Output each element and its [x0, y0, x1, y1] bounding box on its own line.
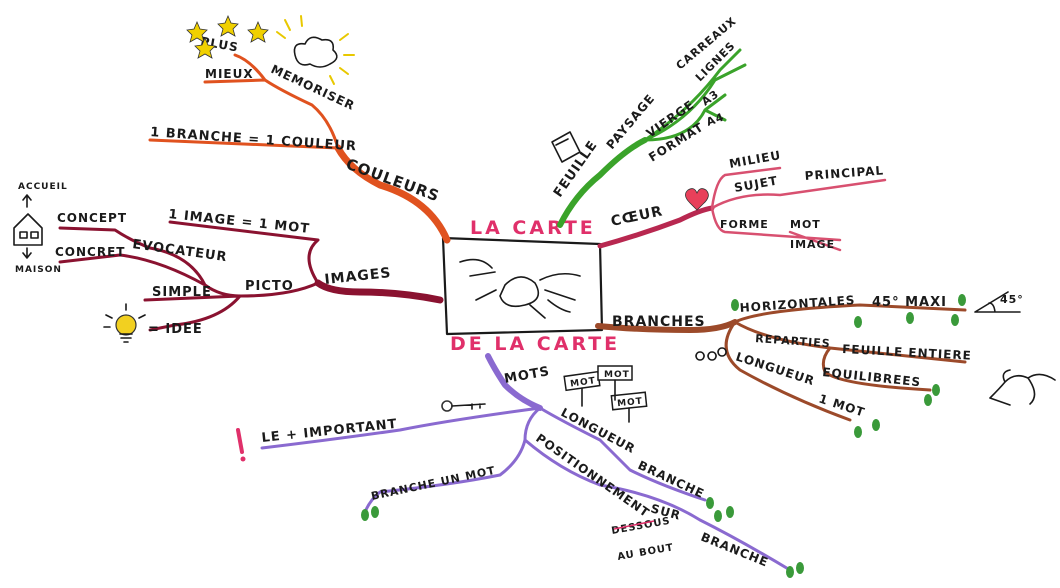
- branch-images-main: [314, 279, 444, 304]
- au-bout-label: AU BOUT: [617, 542, 675, 563]
- maxi-label: 45° MAXI: [872, 295, 947, 310]
- branch-branches-main: [595, 319, 738, 333]
- horizontales-label: HORIZONTALES: [739, 293, 856, 315]
- signpost-icon: MOT MOT MOT: [563, 365, 648, 423]
- exclamation-icon: [236, 428, 246, 462]
- star-icon: [186, 14, 269, 59]
- lightbulb-icon: [103, 303, 146, 343]
- mots-longueur-label: LONGUEUR: [559, 405, 638, 456]
- mots-label: MOTS: [503, 364, 551, 387]
- paysage-label: PAYSAGE: [604, 91, 658, 152]
- branch-feuille-main: [557, 137, 648, 228]
- cloud-icon: [276, 15, 355, 85]
- center-title-top: LA CARTE: [470, 217, 596, 239]
- branch-images: IMAGES 1 IMAGE = 1 MOT PICTO EVOCATEUR C…: [13, 182, 444, 343]
- mieux-label: MIEUX: [205, 67, 254, 81]
- house-icon: [13, 194, 43, 259]
- principal-label: PRINCIPAL: [804, 163, 884, 183]
- bull-sketch-icon: [989, 369, 1056, 406]
- center-box: [441, 236, 604, 336]
- branch-coeur-main: [597, 205, 715, 249]
- image-mot-label: 1 IMAGE = 1 MOT: [168, 207, 311, 237]
- reparties-label: REPARTIES: [755, 332, 831, 350]
- heart-icon: [685, 188, 709, 211]
- maison-label: MAISON: [15, 265, 62, 275]
- branche-couleur-label: 1 BRANCHE = 1 COULEUR: [150, 125, 358, 154]
- dessous-strike: [613, 520, 655, 530]
- dessous-label: DESSOUS: [611, 516, 672, 537]
- sign-mot-2: MOT: [604, 370, 630, 380]
- center-node: LA CARTE DE LA CARTE: [441, 217, 620, 355]
- simple-label: SIMPLE: [152, 285, 212, 300]
- feuille-label: FEUILLE: [551, 138, 601, 200]
- branch-branches: BRANCHES HORIZONTALES 45° MAXI 45° REPAR…: [595, 291, 1056, 438]
- branch-coeur: CŒUR MILIEU SUJET PRINCIPAL FORME MOT IM…: [597, 148, 887, 252]
- angle-icon: [974, 291, 1021, 313]
- idee-label: = IDEE: [148, 322, 203, 337]
- leaf-icon: [731, 294, 966, 438]
- center-title-bottom: DE LA CARTE: [450, 333, 620, 355]
- longueur-label: LONGUEUR: [734, 350, 817, 389]
- couleurs-label: COULEURS: [344, 155, 443, 206]
- paper-icon: [551, 131, 581, 163]
- image-label: IMAGE: [790, 238, 835, 251]
- important-label: LE + IMPORTANT: [261, 417, 398, 446]
- coeur-label: CŒUR: [610, 203, 665, 230]
- images-label: IMAGES: [324, 265, 392, 288]
- picto-label: PICTO: [245, 279, 294, 294]
- angle-label: 45°: [1000, 293, 1024, 306]
- sign-mot-3: MOT: [617, 397, 644, 410]
- key-icon: [441, 400, 486, 412]
- center-inner-drawing: [459, 258, 581, 319]
- branches-label: BRANCHES: [612, 314, 706, 330]
- feuille-entiere-label: FEUILLE ENTIERE: [842, 342, 972, 363]
- branche-un-mot-label: BRANCHE UN MOT: [370, 464, 497, 503]
- branch-mots: MOTS LE + IMPORTANT LONGUEUR BRANCHE BRA…: [236, 353, 804, 578]
- branch-couleurs-main: [334, 144, 451, 244]
- sujet-label: SUJET: [733, 173, 779, 194]
- sign-mot-1: MOT: [570, 376, 597, 389]
- root-icon: [695, 347, 727, 361]
- branche2-label: BRANCHE: [699, 530, 771, 570]
- branch-couleurs: COULEURS MEMORISER PLUS MIEUX 1 BRANCHE …: [148, 14, 451, 244]
- branch-mots-main: [485, 353, 543, 411]
- concret-label: CONCRET: [55, 245, 125, 259]
- a4-label: A4: [705, 110, 727, 128]
- concept-label: CONCEPT: [57, 211, 127, 225]
- leaf-icon: [361, 497, 804, 578]
- accueil-label: ACCUEIL: [18, 182, 68, 192]
- mot-label: MOT: [790, 218, 821, 231]
- forme-label: FORME: [720, 218, 769, 231]
